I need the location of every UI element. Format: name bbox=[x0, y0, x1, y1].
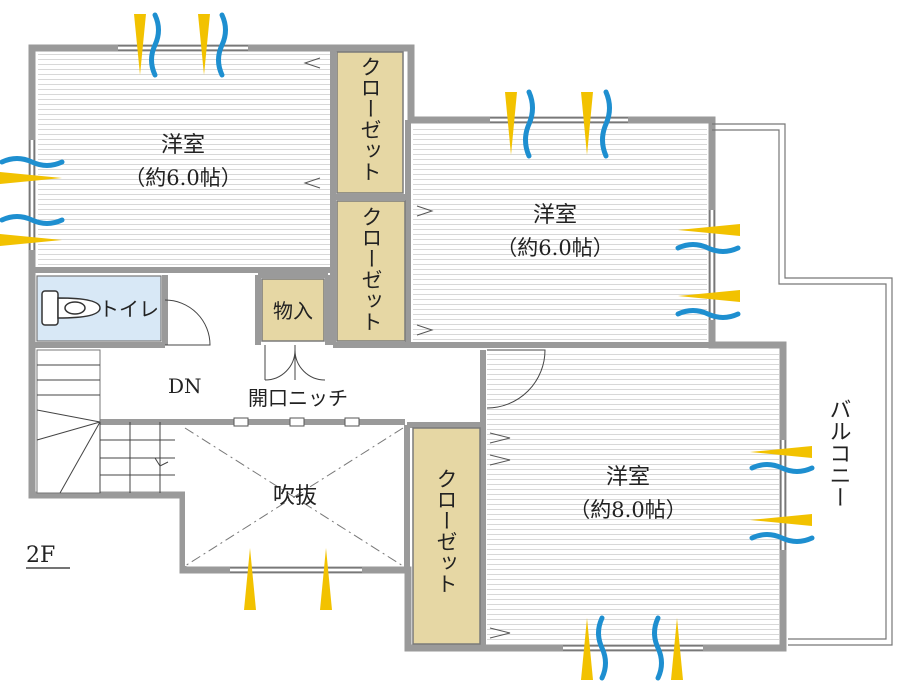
closet-1-label: クローゼット bbox=[358, 56, 382, 182]
closets bbox=[261, 51, 481, 645]
storage-label: 物入 bbox=[273, 299, 313, 323]
balcony bbox=[712, 123, 893, 646]
room-1-floor bbox=[38, 53, 330, 267]
closet-1 bbox=[336, 51, 404, 194]
room-2-name: 洋室 bbox=[533, 203, 577, 228]
void-label: 吹抜 bbox=[273, 484, 317, 509]
stairs bbox=[36, 349, 175, 494]
room-3-name: 洋室 bbox=[606, 465, 650, 490]
wind-wave-blue bbox=[0, 12, 815, 681]
storage bbox=[261, 278, 325, 342]
closet-3-label: クローゼット bbox=[434, 468, 458, 594]
balcony-label: バルコニー bbox=[826, 398, 851, 508]
void-area bbox=[184, 427, 404, 567]
stairs-label: DN bbox=[168, 374, 202, 398]
room-1-size: （約6.0帖） bbox=[124, 166, 241, 190]
room-3-size: （約8.0帖） bbox=[569, 498, 686, 522]
room-2-floor bbox=[413, 125, 707, 347]
room-2-size: （約6.0帖） bbox=[496, 236, 613, 260]
room-1-name: 洋室 bbox=[161, 133, 205, 158]
toilet-icon bbox=[41, 290, 101, 326]
toilet-label: トイレ bbox=[99, 297, 159, 321]
door-swings bbox=[164, 299, 546, 409]
closet-door-markers bbox=[303, 57, 511, 639]
closet-3 bbox=[412, 427, 481, 645]
interior-walls bbox=[32, 48, 712, 648]
floor-label: 2F bbox=[26, 543, 55, 568]
closet-2-label: クローゼット bbox=[359, 206, 383, 332]
wind-arrow-yellow bbox=[0, 14, 812, 680]
room-3-floor bbox=[487, 350, 779, 644]
niche-label: 開口ニッチ bbox=[248, 386, 348, 410]
closet-2 bbox=[336, 200, 406, 342]
niche-markers bbox=[233, 417, 360, 427]
